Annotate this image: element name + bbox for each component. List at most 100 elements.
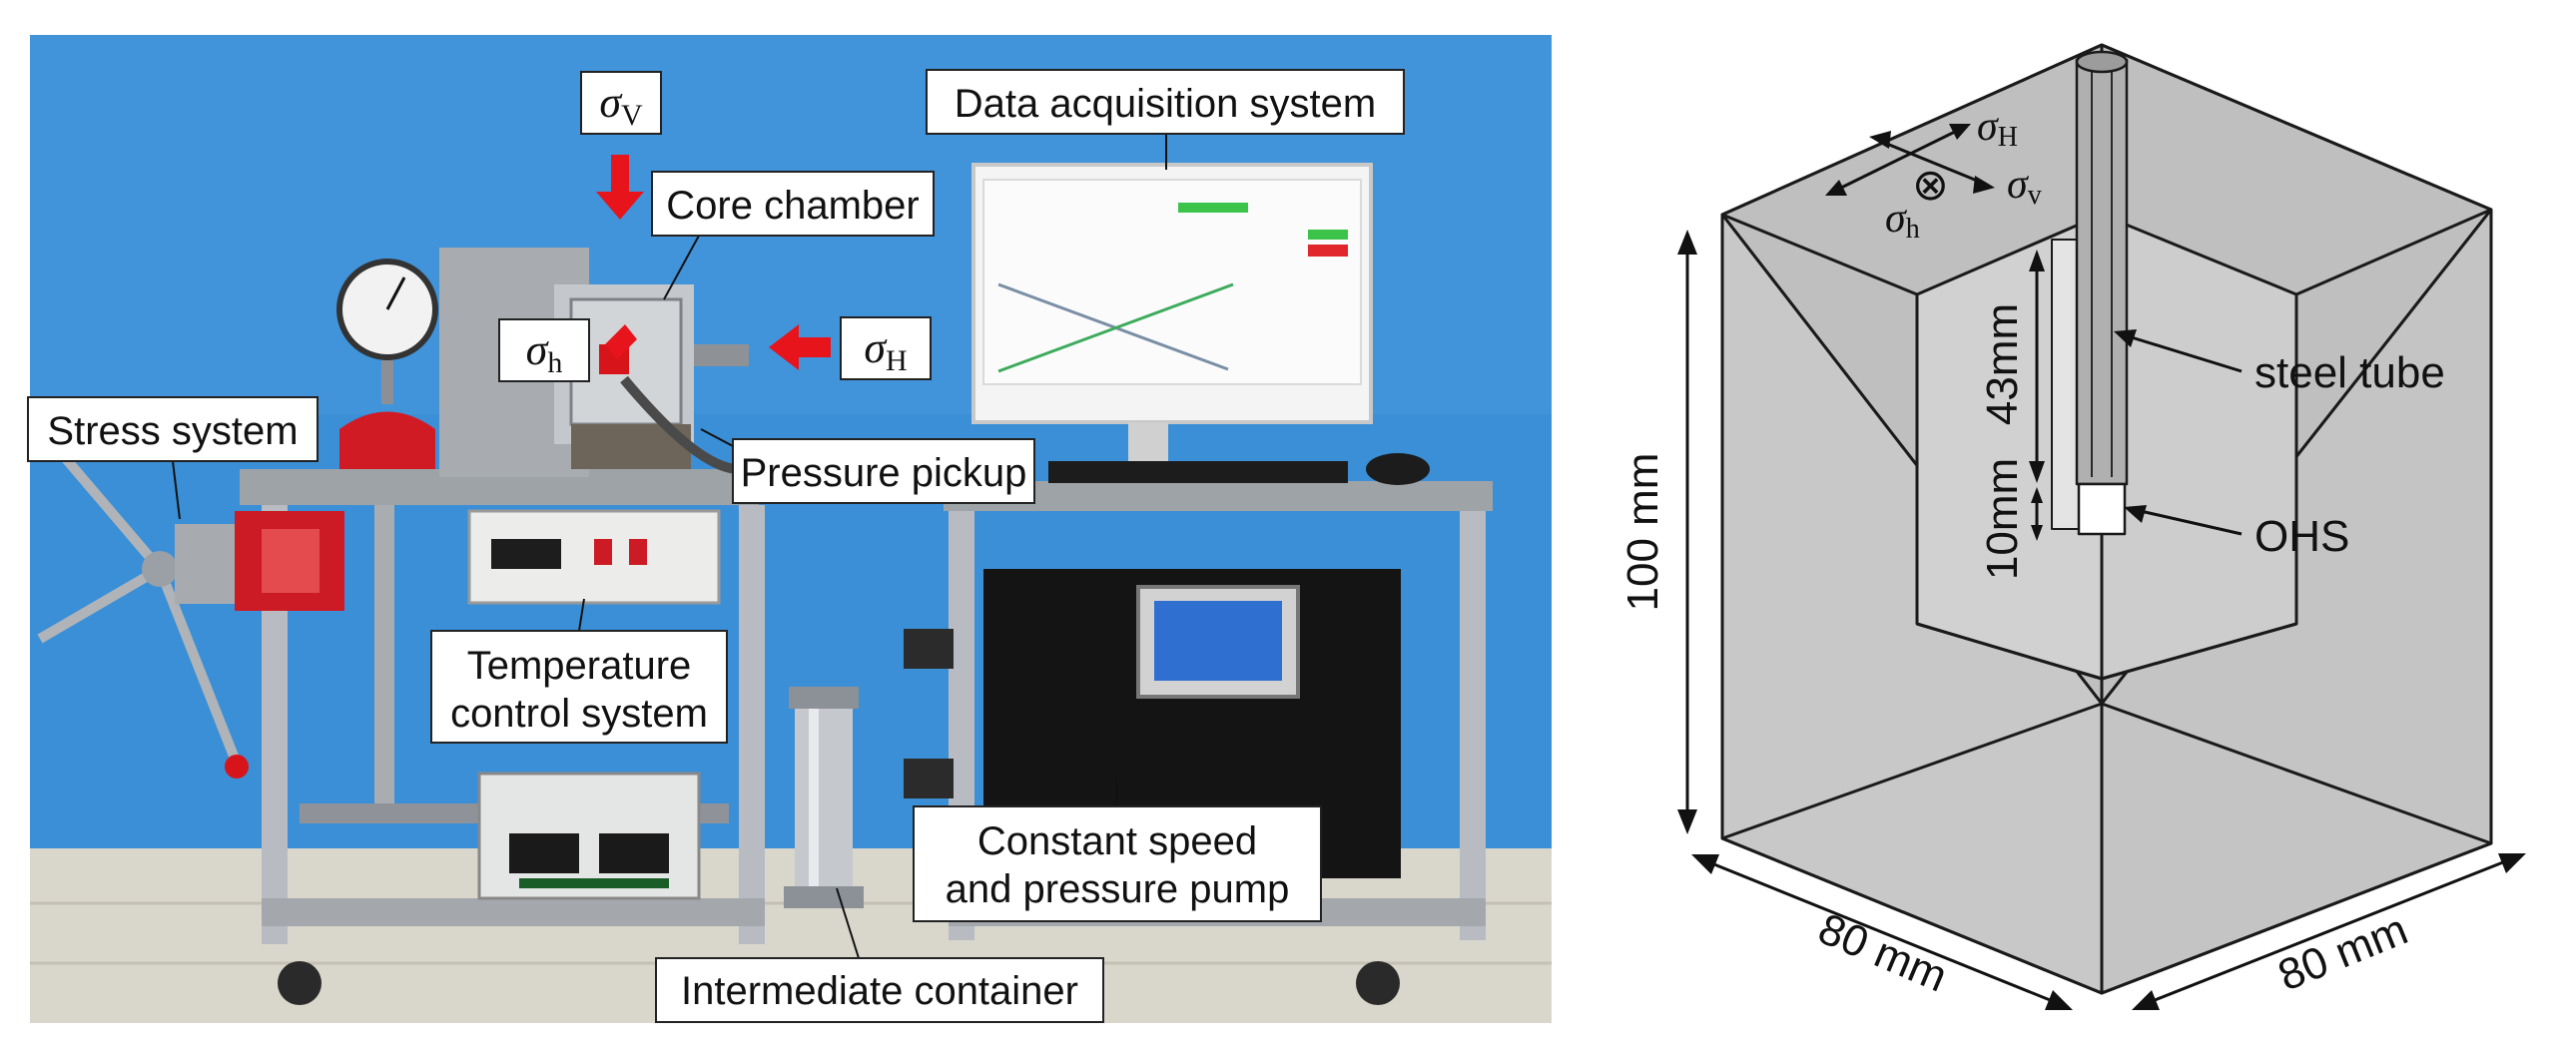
arrow-head	[1825, 180, 1847, 196]
temperature-label-line2: control system	[450, 692, 708, 736]
width-right-dimension-line	[2139, 854, 2519, 1008]
out-of-plane-icon: ⊗	[1912, 161, 1949, 210]
arrow-head	[2114, 329, 2137, 347]
arrow-head	[1677, 809, 1697, 834]
arrow-head	[1973, 176, 1995, 194]
block-edge	[2295, 208, 2492, 296]
container-cylinder	[795, 709, 853, 888]
arrow-head	[2031, 487, 2043, 503]
pump-label-line1: Constant speed	[977, 819, 1257, 863]
sigma-major-label: σH	[864, 323, 907, 377]
red-accumulator	[339, 411, 435, 469]
sigma-box	[580, 71, 662, 135]
stress-system-label: Stress system	[47, 409, 298, 453]
width-left-dimension-line	[1698, 856, 2066, 1008]
ohs-cavity	[2077, 482, 2127, 536]
caster-wheel	[1356, 961, 1400, 1005]
mouse	[1366, 453, 1430, 485]
leader-line	[663, 235, 700, 300]
callout-box	[655, 957, 1104, 1023]
sigma-major-label-model: σH	[1977, 104, 2018, 153]
model-diagram-panel	[1720, 43, 2493, 995]
leader-line	[578, 598, 585, 632]
steel-tube-leader	[2121, 332, 2243, 373]
arrow-head	[1691, 854, 1719, 874]
callouts: Data acquisition system Core chamber Str…	[27, 69, 1405, 1023]
leader-line	[172, 460, 181, 520]
container-cap	[789, 687, 859, 709]
stress-axis-horizontal	[1832, 126, 1964, 194]
table-shelf	[262, 898, 765, 926]
callout-box	[651, 171, 935, 237]
callout-box	[430, 630, 728, 744]
arrow-head	[1677, 230, 1697, 255]
leader-line	[836, 887, 860, 959]
arrow-head	[2045, 990, 2073, 1010]
arrow-head	[2029, 461, 2045, 483]
hand-wheel-spoke	[155, 567, 240, 761]
keyboard	[1048, 461, 1348, 483]
callout-box	[926, 69, 1405, 135]
screen-indicator	[1178, 203, 1248, 213]
control-unit-display	[599, 833, 669, 873]
sigma-box	[840, 316, 932, 380]
hand-wheel-hub	[142, 551, 178, 587]
caster-wheel	[278, 961, 322, 1005]
table-leg-back	[374, 505, 394, 804]
leader-lines	[172, 134, 1167, 959]
dimension-annotations	[1677, 124, 2526, 1010]
intermediate-container-label: Intermediate container	[681, 969, 1078, 1013]
temperature-label-line1: Temperature	[467, 644, 692, 688]
sigma-box	[498, 318, 590, 382]
block-edge	[2101, 622, 2297, 681]
callout-box	[27, 396, 319, 462]
screen-plot-line	[997, 282, 1229, 371]
sigma-minor-label-model: σh	[1885, 196, 1920, 245]
core-chamber-device	[439, 248, 749, 477]
block-edge	[1721, 702, 2103, 840]
data-acquisition-label: Data acquisition system	[955, 82, 1376, 126]
callout-box	[732, 438, 1035, 504]
container-highlight	[809, 709, 819, 888]
steel-tube	[2075, 58, 2129, 486]
screen-plot-line	[997, 282, 1234, 373]
chamber-side-port	[694, 344, 749, 366]
stress-arrows	[596, 155, 831, 370]
arrow-head	[1949, 124, 1971, 140]
inner-wall-right	[2100, 213, 2298, 681]
arrow-head	[2132, 990, 2160, 1010]
vertical-stress-arrow	[596, 155, 644, 220]
control-unit-pad	[519, 878, 669, 888]
control-unit-display	[509, 833, 579, 873]
upper-dimension-label: 43mm	[1978, 303, 2027, 425]
apparatus-photo-panel: Data acquisition system Core chamber Str…	[27, 35, 1552, 1023]
data-acquisition-computer	[971, 163, 1430, 485]
screen-indicator	[1308, 245, 1348, 257]
steel-tube-label: steel tube	[2254, 348, 2445, 397]
callout-box	[913, 805, 1322, 922]
pressure-gauge-assembly	[336, 259, 438, 469]
height-dimension-label: 100 mm	[1618, 453, 1667, 612]
gauge-needle	[385, 276, 406, 310]
ohs-leader	[2131, 507, 2243, 536]
arrow-head	[1869, 131, 1891, 149]
pressure-pickup-label: Pressure pickup	[741, 451, 1027, 495]
hand-wheel-spoke	[37, 564, 163, 644]
leader-line	[700, 428, 736, 448]
pump-touch-screen	[1154, 601, 1282, 681]
pump-label-line2: and pressure pump	[946, 867, 1290, 911]
stress-axis-vertical	[1876, 138, 1988, 187]
container-base	[784, 886, 864, 908]
minor-stress-arrow	[605, 324, 637, 359]
sigma-vertical-label-model: σv	[2007, 162, 2042, 211]
table-leg	[1460, 511, 1486, 940]
core-chamber-label: Core chamber	[666, 184, 919, 228]
temperature-control-box	[467, 509, 721, 605]
temperature-switch	[594, 539, 612, 565]
monitor-stand	[1128, 422, 1168, 462]
block-edge	[1916, 622, 2103, 681]
table-leg	[739, 505, 765, 944]
arrow-head	[2498, 853, 2526, 873]
horizontal-stress-arrow	[769, 324, 831, 370]
